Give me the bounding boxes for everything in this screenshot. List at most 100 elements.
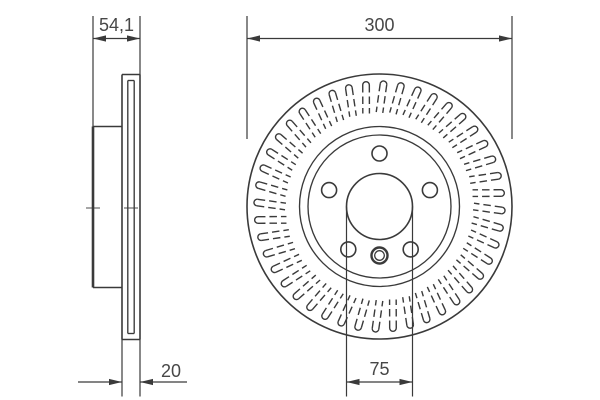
vent-slot-leg (307, 282, 327, 306)
vent-slot-cap (406, 324, 415, 329)
arrowhead-right (140, 378, 153, 386)
vent-slot (312, 97, 333, 130)
vent-slot-leg (264, 164, 291, 178)
vent-slot-leg (438, 113, 461, 134)
vent-slot-cap (459, 112, 467, 120)
vent-slot (362, 81, 371, 114)
vent-slot (462, 242, 494, 265)
vent-slot-leg (414, 292, 425, 321)
vent-slot-leg (378, 300, 384, 330)
vent-slot (414, 290, 431, 324)
vent-slot-cap (422, 318, 431, 324)
vent-slot-cap (270, 265, 277, 274)
vent-slot-leg (415, 94, 432, 120)
vent-slot (262, 241, 296, 258)
hat-outer-circle (307, 134, 452, 279)
vent-slot-leg (313, 102, 327, 130)
vent-slot-cap (430, 92, 438, 100)
arrowhead-left (346, 378, 360, 386)
vent-slot-leg (371, 299, 377, 329)
vent-slot-leg (261, 170, 289, 184)
vent-slot-cap (371, 328, 380, 333)
vent-slot-leg (451, 131, 477, 149)
vent-slot (463, 155, 497, 172)
arrowhead-left (247, 35, 260, 42)
vent-slot (402, 86, 422, 118)
bolt-hole (421, 181, 439, 199)
dim-total-height-label: 54,1 (99, 15, 134, 35)
bolt-hole (371, 145, 388, 162)
vent-slot-cap (337, 321, 345, 327)
vent-slot (321, 289, 344, 321)
vent-slot-leg (286, 125, 307, 148)
vent-slot-cap (472, 125, 479, 133)
bolt-hole (402, 241, 420, 258)
vent-slot-leg (265, 241, 294, 252)
vent-slot-leg (321, 289, 339, 315)
dim-thickness-label: 20 (161, 361, 181, 381)
side-view: 54,1 20 (78, 15, 187, 397)
vent-slot-leg (469, 171, 498, 178)
vent-slot-leg (280, 134, 304, 154)
vent-slot (280, 264, 311, 288)
vent-slot-leg (267, 154, 293, 171)
vent-slot (389, 82, 405, 115)
friction-ring-inner-circle (298, 125, 461, 288)
vent-slot (402, 296, 415, 329)
vent-slot-cap (253, 198, 258, 207)
vent-slot-leg (456, 140, 484, 154)
vent-slot (469, 171, 502, 184)
vent-slot (375, 80, 388, 114)
dim-center-bore-label: 75 (369, 359, 389, 379)
vent-slot-cap (491, 155, 497, 164)
vent-slot-leg (473, 216, 502, 226)
vent-slot-leg (402, 88, 416, 116)
vent-slot-cap (396, 82, 405, 88)
vent-slot (328, 89, 345, 123)
bolt-hole (320, 181, 338, 199)
vent-slot-leg (259, 181, 288, 191)
dim-thickness: 20 (78, 339, 187, 397)
vent-slot-leg (327, 293, 344, 319)
vent-slot (274, 133, 304, 159)
vent-slot (472, 189, 505, 198)
vent-slot (259, 164, 291, 184)
vent-slot-cap (292, 293, 300, 301)
vent-slot-leg (468, 235, 495, 249)
vent-slot-leg (285, 270, 311, 287)
vent-slot (427, 101, 453, 131)
vent-slot-leg (427, 103, 447, 126)
vent-slot-leg (291, 120, 312, 144)
vent-slot-leg (257, 187, 286, 197)
vent-slot (371, 299, 384, 333)
vent-slot-leg (260, 229, 289, 235)
vent-slot-cap (280, 280, 287, 288)
vent-slot (415, 92, 438, 124)
vent-slot-cap (501, 206, 506, 215)
vent-slot-cap (354, 325, 363, 331)
vent-slot-leg (402, 297, 408, 326)
arrowhead-right (499, 35, 512, 42)
vent-slot-leg (272, 253, 300, 267)
vent-slot-cap (379, 80, 388, 85)
center-bore-circle (345, 172, 414, 241)
vent-slot-cap (298, 107, 306, 114)
vent-slot-cap (500, 189, 505, 198)
vent-slot (471, 216, 504, 232)
vent-slot (292, 274, 321, 301)
vent-slot-leg (465, 161, 494, 172)
vent-slot (298, 107, 322, 138)
vent-slot (455, 254, 485, 280)
vent-slot-cap (477, 272, 485, 280)
vent-slot-leg (473, 202, 503, 208)
vent-slot-cap (438, 309, 447, 316)
vent-slot-leg (421, 290, 431, 319)
dim-outer-diameter: 300 (246, 15, 513, 139)
vent-slot-leg (470, 229, 498, 243)
vent-slot-cap (344, 84, 353, 89)
dim-center-bore: 75 (345, 206, 414, 397)
vent-slot-leg (432, 107, 452, 131)
vent-slot-leg (328, 94, 338, 123)
vent-slot (448, 125, 479, 149)
